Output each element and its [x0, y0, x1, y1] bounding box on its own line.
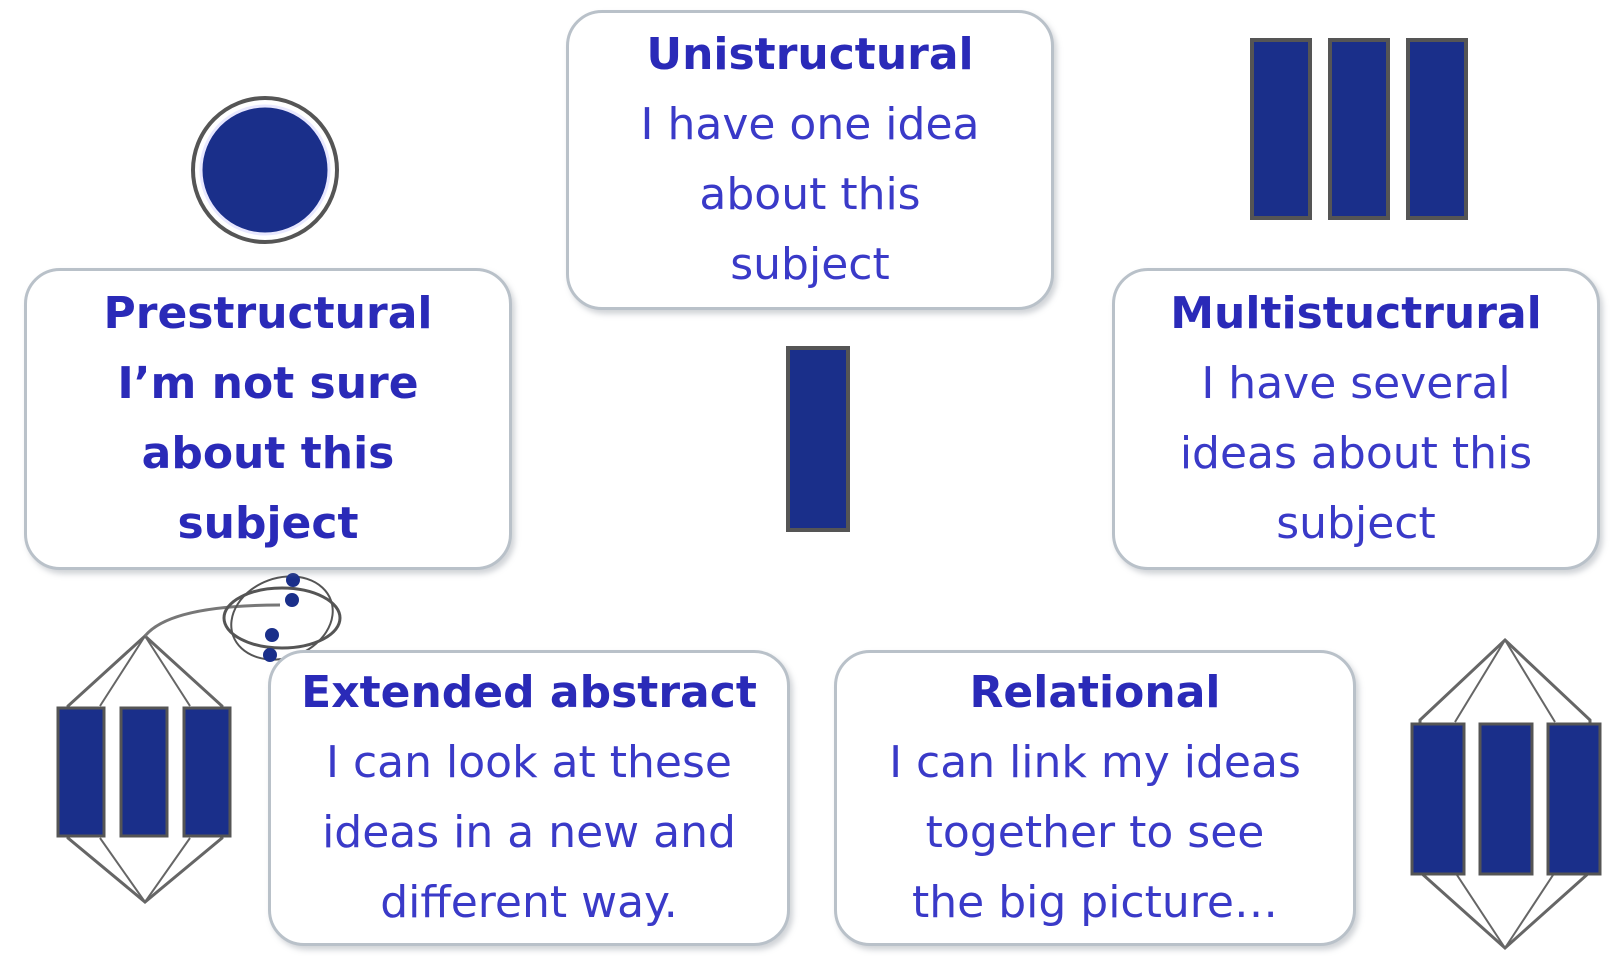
card-line: subject — [1276, 498, 1436, 549]
card-title: Extended abstract — [301, 667, 757, 718]
extended-bars-icon — [56, 573, 342, 904]
relational-card: Relational I can link my ideas together … — [834, 650, 1356, 946]
multistructural-card: Multistuctrural I have several ideas abo… — [1112, 268, 1600, 570]
card-title: Prestructural — [103, 288, 433, 339]
card-line: about this — [141, 428, 395, 479]
card-line: I can link my ideas — [889, 737, 1301, 788]
linked-bars-icon — [1410, 637, 1602, 951]
three-bars-icon — [1250, 38, 1468, 220]
card-title: Multistuctrural — [1170, 288, 1542, 339]
card-line: I have one idea — [640, 99, 980, 150]
card-title: Relational — [969, 667, 1221, 718]
card-line: together to see — [925, 807, 1265, 858]
card-line: subject — [177, 498, 359, 549]
card-line: about this — [699, 169, 921, 220]
circle-icon — [191, 96, 339, 244]
card-line: I’m not sure — [117, 358, 419, 409]
card-line: subject — [730, 239, 890, 290]
card-line: different way. — [380, 877, 678, 928]
single-bar-icon — [786, 346, 850, 532]
prestructural-card: Prestructural I’m not sure about this su… — [24, 268, 512, 570]
extended-abstract-card: Extended abstract I can look at these id… — [268, 650, 790, 946]
card-line: ideas in a new and — [322, 807, 736, 858]
card-line: the big picture… — [912, 877, 1278, 928]
unistructural-card: Unistructural I have one idea about this… — [566, 10, 1054, 310]
card-title: Unistructural — [646, 29, 974, 80]
card-line: ideas about this — [1179, 428, 1533, 479]
card-line: I can look at these — [326, 737, 732, 788]
card-line: I have several — [1201, 358, 1511, 409]
